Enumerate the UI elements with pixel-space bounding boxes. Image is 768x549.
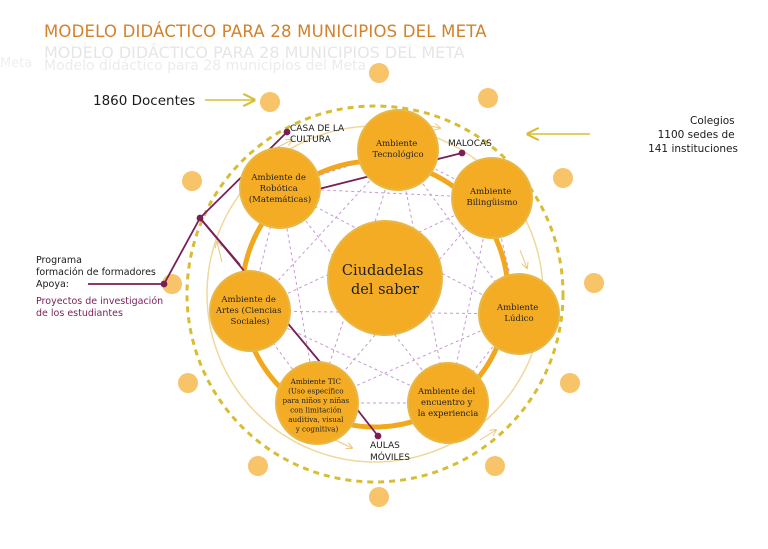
outer-dot bbox=[248, 456, 268, 476]
docentes-label: 1860 Docentes bbox=[93, 93, 195, 109]
node-tic: Ambiente TIC (Uso específico para niños … bbox=[275, 361, 359, 445]
outer-dot bbox=[260, 92, 280, 112]
outer-dot bbox=[369, 63, 389, 83]
node-text: Lúdico bbox=[504, 313, 533, 324]
svg-text:Ambiente de Artes (Cienc: Ambiente de Artes (Ciencias Sociales) bbox=[215, 295, 284, 327]
outer-dot bbox=[182, 171, 202, 191]
colegios-label: Colegios 1100 sedes de 141 instituciones bbox=[648, 115, 738, 155]
outer-dot bbox=[485, 456, 505, 476]
center-text: Ciudadelas bbox=[342, 263, 424, 279]
ghost-title-text: MODELO DIDÁCTICO PARA 28 MUNICIPIOS DEL … bbox=[44, 43, 465, 62]
node-bilinguismo: Ambiente Bilingüismo bbox=[451, 157, 533, 239]
outer-dot bbox=[553, 168, 573, 188]
outer-dashed-circle bbox=[185, 104, 565, 484]
node-text: con limitación bbox=[290, 406, 342, 415]
svg-text:Ciudadelas del saber: Ciudadelas del saber bbox=[342, 263, 428, 298]
node-robotica: Ambiente de Robótica (Matemáticas) bbox=[239, 147, 321, 229]
node-text: la experiencia bbox=[418, 409, 479, 419]
node-text: (Uso específico bbox=[288, 387, 343, 396]
svg-text:Ambiente Tecnológico: Ambiente Tecnológico bbox=[372, 139, 423, 160]
node-text: Artes (Ciencias bbox=[215, 305, 282, 316]
page-title: MODELO DIDÁCTICO PARA 28 MUNICIPIOS DEL … bbox=[44, 22, 487, 41]
node-text: Sociales) bbox=[231, 316, 270, 327]
svg-text:Ambiente Bilingüismo: Ambiente Bilingüismo bbox=[466, 187, 517, 208]
node-text: Ambiente bbox=[469, 187, 511, 197]
node-text: auditiva, visual bbox=[288, 415, 344, 424]
center-node: Ciudadelas del saber bbox=[327, 220, 443, 336]
node-text: Robótica bbox=[260, 183, 298, 194]
outer-dot bbox=[584, 273, 604, 293]
node-artes: Ambiente de Artes (Ciencias Sociales) bbox=[209, 270, 291, 352]
svg-text:Ambiente del encuentro y: Ambiente del encuentro y la experiencia bbox=[417, 387, 478, 419]
casa-cultura-label: CASA DE LA CULTURA bbox=[290, 124, 347, 145]
node-ludico: Ambiente Lúdico bbox=[478, 273, 560, 355]
node-tecnologico: Ambiente Tecnológico bbox=[357, 109, 439, 191]
node-text: para niños y niñas bbox=[283, 396, 350, 405]
outer-dot bbox=[369, 487, 389, 507]
node-text: Ambiente TIC bbox=[290, 377, 342, 386]
node-text: Bilingüismo bbox=[466, 198, 517, 208]
node-text: y cognitiva) bbox=[295, 425, 339, 434]
malocas-label: MALOCAS bbox=[448, 139, 492, 149]
node-text: (Matemáticas) bbox=[249, 194, 311, 205]
aulas-moviles-label: AULAS MÓVILES bbox=[370, 441, 410, 463]
node-text: Tecnológico bbox=[372, 149, 423, 160]
programa-label: Programa formación de formadores Apoya: bbox=[36, 255, 159, 290]
node-text: Ambiente del bbox=[417, 387, 475, 397]
center-text: del saber bbox=[351, 282, 419, 298]
proyectos-label: Proyectos de investigación de los estudi… bbox=[36, 296, 166, 319]
outer-dot bbox=[560, 373, 580, 393]
svg-text:Ambiente Lúdico: Ambiente Lúdico bbox=[496, 303, 541, 324]
node-text: Ambiente de bbox=[220, 295, 275, 305]
outer-dot bbox=[478, 88, 498, 108]
ghost-subtitle-text: Modelo didáctico para 28 municipios del … bbox=[44, 58, 367, 74]
node-text: Ambiente bbox=[375, 139, 417, 149]
outer-dot bbox=[178, 373, 198, 393]
outer-dots bbox=[162, 63, 604, 507]
node-text: encuentro y bbox=[421, 398, 473, 408]
svg-text:Ambiente de Robótica: Ambiente de Robótica (Matemáticas) bbox=[249, 173, 311, 205]
node-text: Ambiente de bbox=[250, 173, 305, 183]
node-encuentro: Ambiente del encuentro y la experiencia bbox=[407, 362, 489, 444]
ghost-left-text: Meta bbox=[0, 56, 33, 71]
svg-text:Ambiente TIC (Uso especí: Ambiente TIC (Uso específico para niños … bbox=[283, 377, 352, 434]
node-text: Ambiente bbox=[496, 303, 538, 313]
